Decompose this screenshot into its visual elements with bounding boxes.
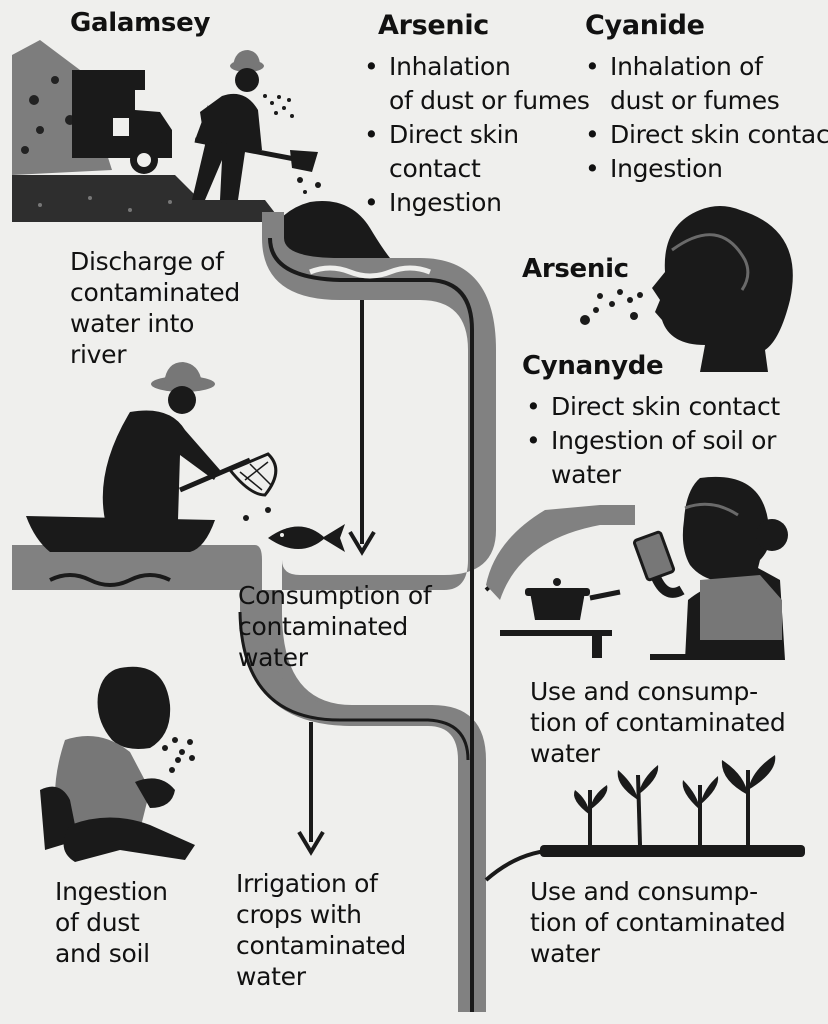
household-use-line-2: tion of contaminated <box>530 708 786 737</box>
pipe-outlet <box>486 505 635 600</box>
crop-use-line-2: tion of contaminated <box>530 908 786 937</box>
cyanide-mining-heading: Cyanide <box>585 10 705 41</box>
cooking-pot-icon <box>500 578 780 660</box>
cyanide-person-route-ingestion: Ingestion of soil or <box>551 426 777 455</box>
sediment-pile <box>268 201 390 258</box>
irrigation-line-3: contaminated <box>236 931 406 960</box>
list-item: Inhalation of dust or fumes <box>583 50 828 118</box>
consumption-line-2: contaminated <box>238 612 408 641</box>
discharge-label: Discharge of contaminated water into riv… <box>70 246 240 370</box>
child-ingestion-line-1: Ingestion <box>55 877 168 906</box>
child-ingestion-line-2: of dust <box>55 908 140 937</box>
crop-use-line-1: Use and consump- <box>530 877 758 906</box>
arsenic-route-ingestion: Ingestion <box>389 188 502 217</box>
list-item: Ingestion <box>583 152 828 186</box>
crop-use-line-3: water <box>530 939 600 968</box>
irrigation-label: Irrigation of crops with contaminated wa… <box>236 868 406 992</box>
arrowhead-irrigation <box>297 830 325 856</box>
crop-use-label: Use and consump- tion of contaminated wa… <box>530 876 786 969</box>
discharge-line-1: Discharge of <box>70 247 224 276</box>
person-profile-icon <box>580 206 793 372</box>
discharge-line-3: water into <box>70 309 195 338</box>
list-item: Direct skin contact <box>362 118 590 186</box>
flow-arrows <box>309 300 364 842</box>
irrigation-line-2: crops with <box>236 900 362 929</box>
cyanide-route-ingestion: Ingestion <box>610 154 723 183</box>
crops-icon <box>540 755 805 857</box>
arrowhead-consumption <box>348 530 376 556</box>
arsenic-route-inhalation: Inhalation <box>389 52 511 81</box>
child-ingestion-line-3: and soil <box>55 939 150 968</box>
truck-icon <box>72 70 172 174</box>
galamsey-heading: Galamsey <box>70 8 211 38</box>
household-use-line-1: Use and consump- <box>530 677 758 706</box>
cyanide-mining-exposure-list: Inhalation of dust or fumes Direct skin c… <box>583 50 828 186</box>
arsenic-route-inhalation-cont: of dust or fumes <box>389 86 590 115</box>
cyanide-route-skin: Direct skin contact <box>610 120 828 149</box>
arsenic-mining-heading: Arsenic <box>378 10 489 41</box>
household-use-label: Use and consump- tion of contaminated wa… <box>530 676 786 769</box>
list-item: Direct skin contact <box>524 390 780 424</box>
child-eating-soil-icon <box>40 666 195 862</box>
discharge-line-4: river <box>70 340 127 369</box>
consumption-label: Consumption of contaminated water <box>238 580 432 673</box>
arsenic-person-heading: Arsenic <box>522 254 629 284</box>
cyanide-person-route-skin: Direct skin contact <box>551 392 780 421</box>
cyanide-person-heading: Cynanyde <box>522 351 664 381</box>
miner-shoveling-icon <box>192 50 321 200</box>
irrigation-line-4: water <box>236 962 306 991</box>
list-item: Ingestion of soil or water <box>524 424 780 492</box>
arsenic-mining-exposure-list: Inhalation of dust or fumes Direct skin co… <box>362 50 590 220</box>
arsenic-route-skin-cont: contact <box>389 154 481 183</box>
list-item: Ingestion <box>362 186 590 220</box>
child-ingestion-label: Ingestion of dust and soil <box>55 876 168 969</box>
list-item: Direct skin contact <box>583 118 828 152</box>
fish-icon <box>268 524 345 552</box>
contaminated-river <box>12 212 496 1012</box>
cyanide-route-inhalation: Inhalation of <box>610 52 763 81</box>
consumption-line-3: water <box>238 643 308 672</box>
woman-drinking-icon <box>633 476 788 660</box>
arsenic-route-skin: Direct skin <box>389 120 519 149</box>
cyanide-route-inhalation-cont: dust or fumes <box>610 86 780 115</box>
cyanide-person-route-ingestion-cont: water <box>551 460 621 489</box>
discharge-line-2: contaminated <box>70 278 240 307</box>
cyanide-person-exposure-list: Direct skin contact Ingestion of soil or… <box>524 390 780 492</box>
irrigation-line-1: Irrigation of <box>236 869 378 898</box>
consumption-line-1: Consumption of <box>238 581 432 610</box>
list-item: Inhalation of dust or fumes <box>362 50 590 118</box>
household-use-line-3: water <box>530 739 600 768</box>
fisherman-icon <box>26 362 278 552</box>
